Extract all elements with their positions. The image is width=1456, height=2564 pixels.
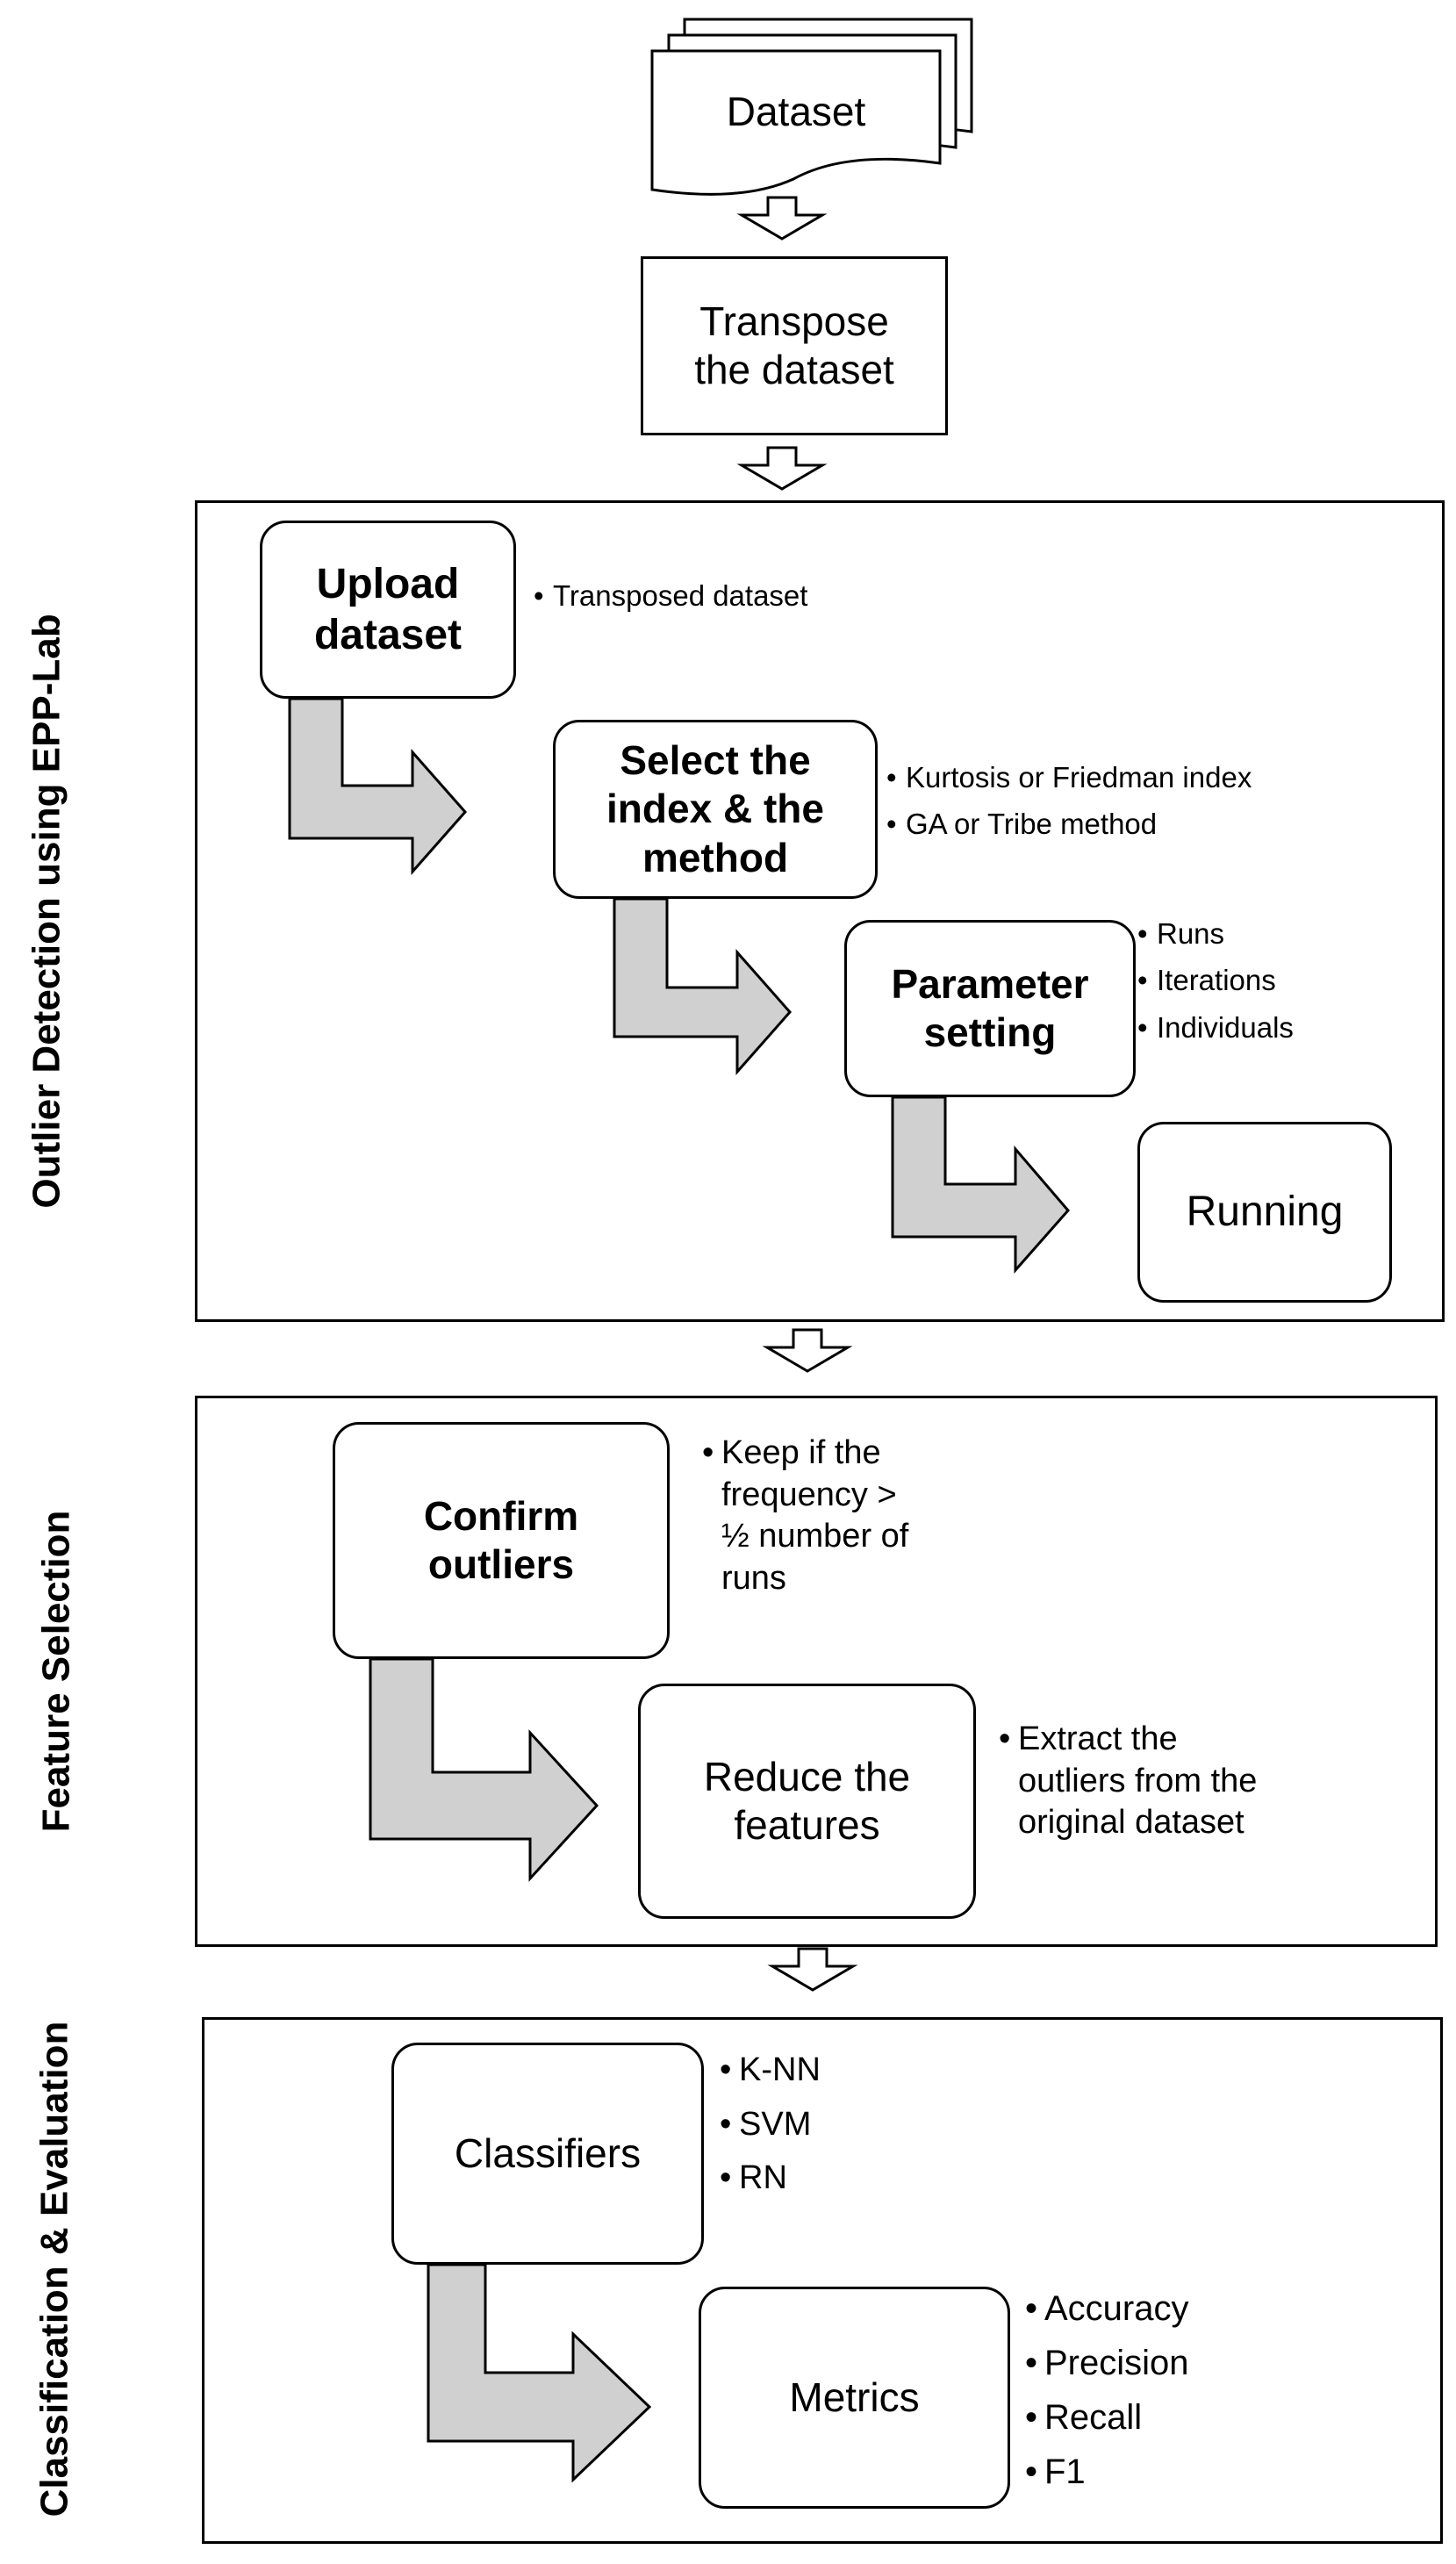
metric-note: Precision xyxy=(1025,2341,1306,2385)
down-arrow-1 xyxy=(736,196,828,241)
parameter-notes: Runs Iterations Individuals xyxy=(1137,916,1418,1045)
outlier-detection-frame xyxy=(195,500,1445,1322)
reduce-notes: Extract the outliers from the original d… xyxy=(999,1719,1411,1844)
down-arrow-4 xyxy=(767,1947,858,1992)
reduce-features-label: Reduce the features xyxy=(703,1753,911,1848)
select-note: Kurtosis or Friedman index xyxy=(886,759,1378,796)
reduce-note: Extract the outliers from the original d… xyxy=(999,1719,1411,1844)
confirm-note: Keep if the frequency > ½ number of runs xyxy=(702,1433,1018,1599)
classifiers-box: Classifiers xyxy=(391,2043,704,2265)
classification-frame xyxy=(202,2017,1443,2544)
confirm-outliers-label: Confirm outliers xyxy=(423,1492,579,1587)
confirm-notes: Keep if the frequency > ½ number of runs xyxy=(702,1433,1018,1599)
select-notes: Kurtosis or Friedman index GA or Tribe m… xyxy=(886,759,1378,843)
select-index-method-label: Select the index & the method xyxy=(606,737,824,880)
upload-notes: Transposed dataset xyxy=(534,578,885,614)
parameter-note: Runs xyxy=(1137,916,1418,952)
classification-section-title: Classification & Evaluation xyxy=(32,2021,75,2517)
elbow-arrow-parameter-to-running xyxy=(891,1095,1070,1274)
parameter-setting-box: Parameter setting xyxy=(844,920,1136,1097)
upload-note: Transposed dataset xyxy=(534,578,885,614)
dataset-label-area: Dataset xyxy=(652,51,940,174)
feature-section-title-area: Feature Selection xyxy=(21,1396,91,1947)
outlier-section-title-area: Outlier Detection using EPP-Lab xyxy=(12,500,82,1322)
upload-dataset-box: Upload dataset xyxy=(260,521,516,699)
parameter-note: Individuals xyxy=(1137,1009,1418,1046)
running-label: Running xyxy=(1186,1189,1344,1236)
metric-note: Accuracy xyxy=(1025,2287,1306,2331)
parameter-note: Iterations xyxy=(1137,962,1418,999)
down-arrow-3 xyxy=(762,1328,853,1373)
classification-section-title-area: Classification & Evaluation xyxy=(19,1979,90,2559)
transpose-box: Transpose the dataset xyxy=(641,256,948,435)
metrics-box: Metrics xyxy=(699,2287,1010,2509)
transpose-label: Transpose the dataset xyxy=(694,298,894,392)
feature-section-title: Feature Selection xyxy=(34,1510,77,1833)
running-box: Running xyxy=(1137,1122,1392,1303)
elbow-arrow-classifiers-to-metrics xyxy=(427,2263,652,2483)
down-arrow-2 xyxy=(736,446,828,491)
upload-dataset-label: Upload dataset xyxy=(313,560,463,658)
classifier-note: K-NN xyxy=(720,2050,913,2092)
metrics-label: Metrics xyxy=(789,2374,920,2420)
metric-note: F1 xyxy=(1025,2450,1306,2494)
metric-notes: Accuracy Precision Recall F1 xyxy=(1025,2287,1306,2494)
feature-selection-frame xyxy=(195,1396,1438,1947)
elbow-arrow-select-to-parameter xyxy=(613,897,793,1075)
reduce-features-box: Reduce the features xyxy=(638,1684,976,1919)
outlier-section-title: Outlier Detection using EPP-Lab xyxy=(25,614,68,1209)
classifier-note: SVM xyxy=(720,2104,913,2146)
classifier-notes: K-NN SVM RN xyxy=(720,2050,913,2200)
dataset-label: Dataset xyxy=(726,89,866,135)
classifiers-label: Classifiers xyxy=(454,2129,642,2176)
metric-note: Recall xyxy=(1025,2395,1306,2439)
elbow-arrow-confirm-to-reduce xyxy=(369,1657,599,1882)
select-index-method-box: Select the index & the method xyxy=(553,720,878,899)
parameter-setting-label: Parameter setting xyxy=(891,960,1089,1055)
dataset-document-icon xyxy=(650,18,973,196)
classifier-note: RN xyxy=(720,2158,913,2200)
elbow-arrow-upload-to-select xyxy=(288,697,468,875)
select-note: GA or Tribe method xyxy=(886,806,1378,843)
confirm-outliers-box: Confirm outliers xyxy=(333,1422,670,1659)
